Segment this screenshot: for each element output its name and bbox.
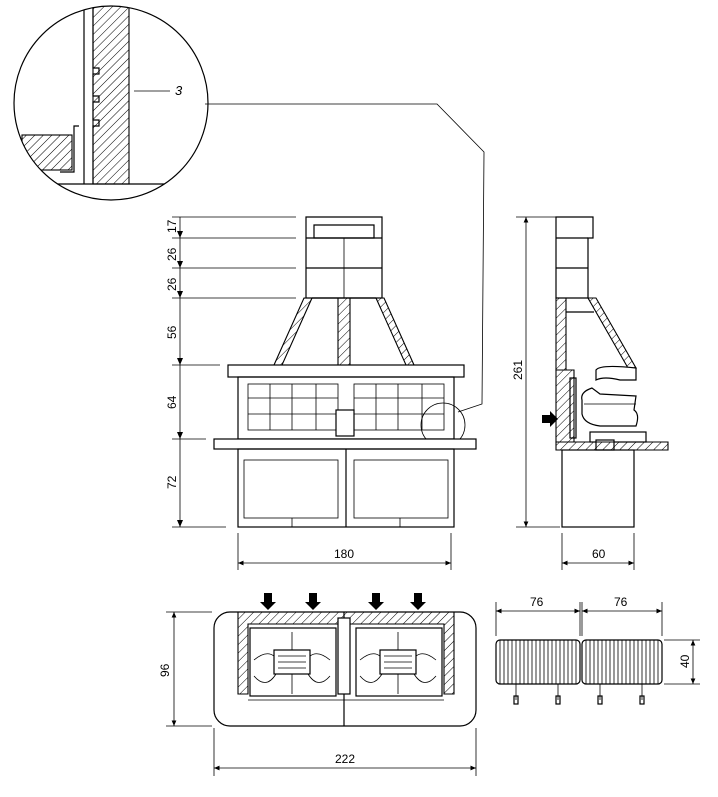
front-vertical-dimensions: 17 26 26 56 64 72	[165, 216, 296, 528]
detail-callout-label: 3	[175, 83, 183, 98]
plan-log-unit-left	[249, 627, 337, 697]
side-log-unit	[581, 387, 639, 427]
side-view: 261 60	[511, 216, 669, 570]
plan-log-unit-right	[355, 627, 443, 697]
dim-96: 96	[158, 663, 172, 677]
dim-76-left: 76	[530, 595, 544, 609]
dim-26b: 26	[165, 277, 179, 291]
firebox-grid	[247, 383, 445, 437]
dim-60: 60	[592, 547, 606, 561]
dim-64: 64	[165, 395, 179, 409]
front-view: 17 26 26 56 64 72 180	[165, 216, 477, 570]
front-width-dimension: 180	[237, 533, 452, 570]
side-hearth	[555, 441, 669, 451]
dim-222: 222	[335, 752, 355, 766]
detail-connector	[205, 103, 485, 413]
detail-angle	[60, 125, 79, 173]
detail-notches	[92, 6, 100, 184]
detail-wall-section	[92, 6, 130, 185]
airflow-arrow	[542, 411, 558, 427]
units-view: 76 76 40	[495, 595, 700, 705]
plan-view: 96 222	[158, 593, 477, 776]
chimney-cap	[313, 224, 375, 239]
hood-right-wall	[375, 297, 415, 366]
side-base	[561, 449, 635, 528]
hood-left-wall	[273, 297, 313, 366]
mantle-slab	[227, 364, 465, 378]
side-hood	[587, 297, 637, 369]
dim-26a: 26	[165, 247, 179, 261]
log-unit-left	[495, 639, 581, 705]
dim-40: 40	[678, 654, 692, 668]
hearth-slab	[213, 438, 477, 450]
dim-17: 17	[165, 219, 179, 233]
side-chimney	[555, 216, 594, 299]
dim-180: 180	[334, 547, 354, 561]
log-unit-right	[581, 639, 663, 705]
dim-72: 72	[165, 475, 179, 489]
dim-261: 261	[511, 360, 525, 380]
hood-center-divider	[337, 297, 351, 366]
plan-walls	[237, 611, 455, 695]
plan-air-arrows	[260, 593, 426, 610]
side-back-wall	[555, 369, 575, 443]
dim-76-right: 76	[614, 595, 628, 609]
detail-floor-section	[21, 134, 73, 171]
detail-view: 3	[13, 5, 485, 413]
dim-56: 56	[165, 325, 179, 339]
